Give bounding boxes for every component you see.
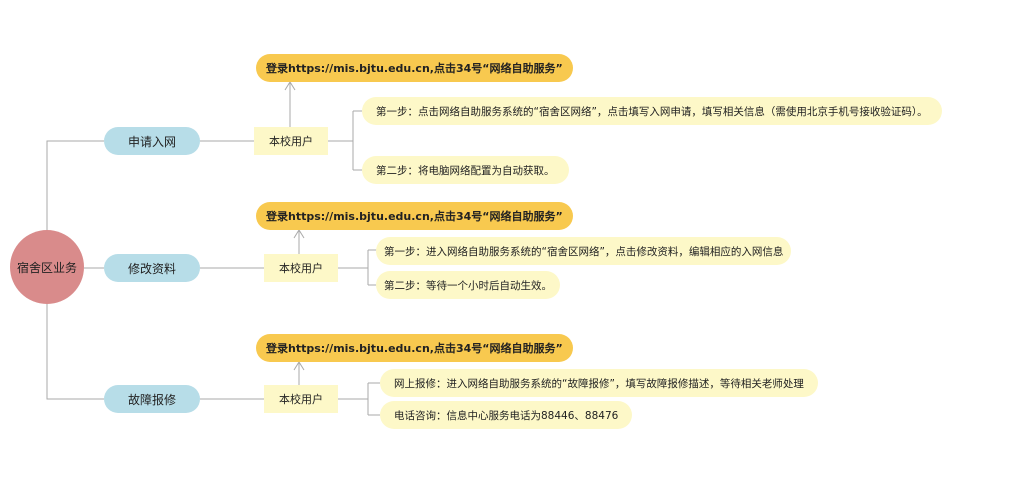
login-node-modify: 登录https://mis.bjtu.edu.cn,点击34号“网络自助服务” (256, 202, 573, 230)
step-node-repair-online: 网上报修：进入网络自助服务系统的“故障报修”，填写故障报修描述，等待相关老师处理 (380, 369, 818, 397)
user-node-apply: 本校用户 (254, 127, 328, 155)
login-node-apply: 登录https://mis.bjtu.edu.cn,点击34号“网络自助服务” (256, 54, 573, 82)
step-node-apply-1: 第一步：点击网络自助服务系统的“宿舍区网络”，点击填写入网申请，填写相关信息（需… (362, 97, 942, 125)
user-node-modify: 本校用户 (264, 254, 338, 282)
step-node-modify-2: 第二步：等待一个小时后自动生效。 (376, 271, 560, 299)
user-node-repair: 本校用户 (264, 385, 338, 413)
step-node-repair-phone: 电话咨询：信息中心服务电话为88446、88476 (380, 401, 633, 429)
step-node-apply-2: 第二步：将电脑网络配置为自动获取。 (362, 156, 569, 184)
category-modify-info: 修改资料 (104, 254, 200, 282)
login-node-repair: 登录https://mis.bjtu.edu.cn,点击34号“网络自助服务” (256, 334, 573, 362)
category-fault-repair: 故障报修 (104, 385, 200, 413)
step-node-modify-1: 第一步：进入网络自助服务系统的“宿舍区网络”，点击修改资料，编辑相应的入网信息 (376, 237, 792, 265)
root-node: 宿舍区业务 (10, 230, 84, 304)
category-apply-network: 申请入网 (104, 127, 200, 155)
